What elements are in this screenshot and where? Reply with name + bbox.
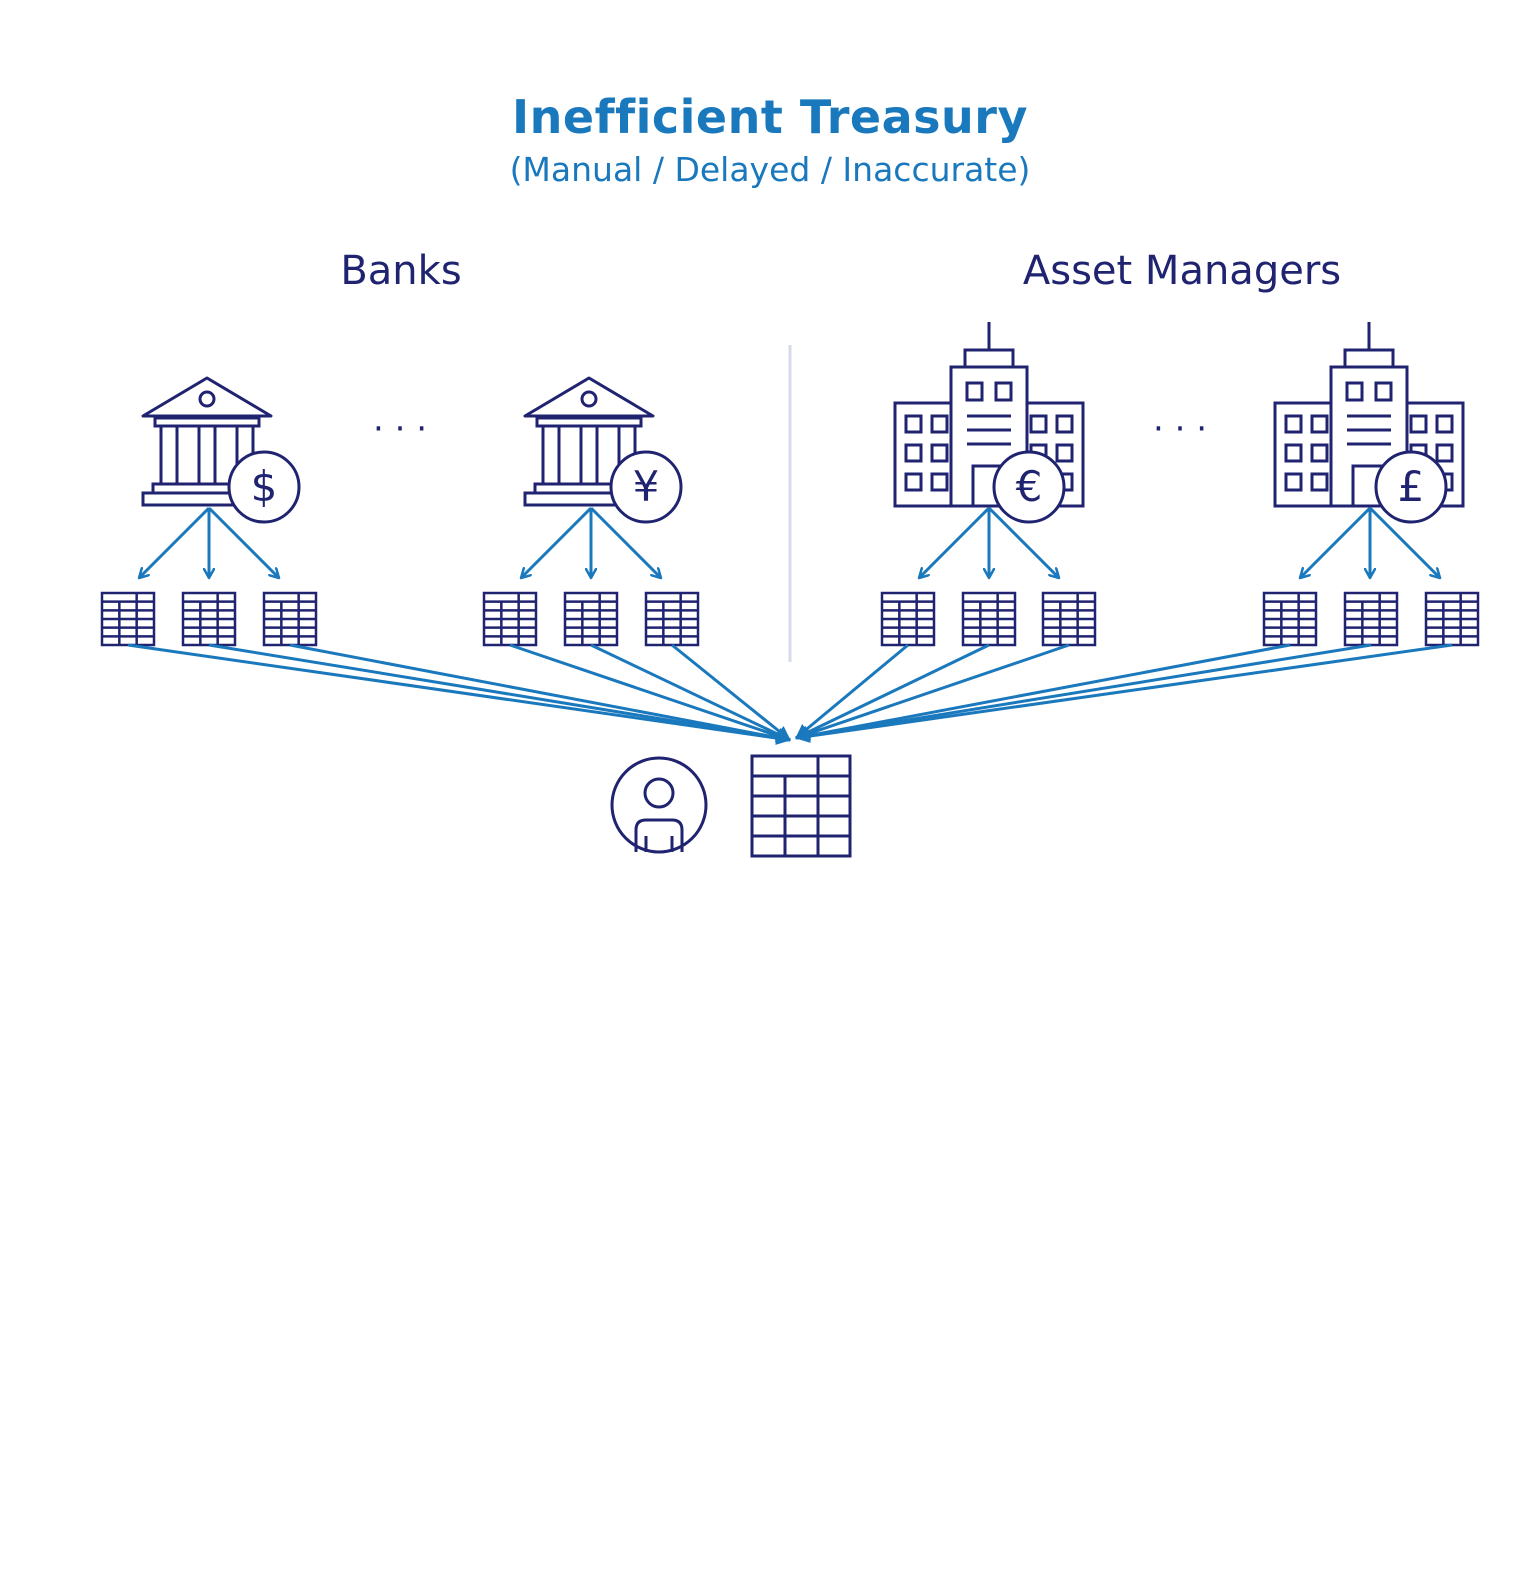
spreadsheet-icon (563, 591, 619, 647)
currency-symbol: £ (1398, 462, 1425, 511)
banks-ellipsis: · · · (373, 409, 427, 449)
report-arrow (919, 506, 991, 578)
spreadsheet-icon (961, 591, 1017, 647)
spreadsheet-icon (1343, 591, 1399, 647)
consolidation-arrow (795, 643, 909, 740)
consolidation-arrow (208, 643, 792, 745)
consolidation-arrow (590, 643, 792, 742)
spreadsheet-icon (644, 591, 700, 647)
consolidation-arrow (794, 643, 990, 740)
consolidation-arrow (671, 643, 791, 742)
consolidation-arrow (794, 643, 1291, 743)
consolidation-arrow (794, 643, 1070, 741)
bank-icon (523, 376, 655, 507)
report-arrow (207, 506, 279, 578)
consolidation-arrow (127, 643, 792, 745)
spreadsheet-icon (482, 591, 538, 647)
report-arrow (1368, 506, 1440, 578)
asset-managers-ellipsis: · · · (1153, 409, 1207, 449)
consolidation-arrow (794, 643, 1453, 743)
report-arrow (139, 506, 211, 578)
spreadsheet-icon (262, 591, 318, 647)
currency-badge: € (992, 450, 1066, 524)
report-arrow (1300, 506, 1372, 578)
currency-badge: $ (227, 450, 301, 524)
spreadsheet-icon (181, 591, 237, 647)
spreadsheet-icon (880, 591, 936, 647)
consolidation-arrows (127, 643, 1453, 745)
page-subtitle: (Manual / Delayed / Inaccurate) (509, 150, 1031, 189)
consolidation-arrow (509, 643, 792, 743)
currency-symbol: ¥ (633, 462, 660, 511)
currency-symbol: € (1016, 462, 1043, 511)
report-arrow (589, 506, 661, 578)
spreadsheet-icon (1041, 591, 1097, 647)
bank-icon (141, 376, 273, 507)
consolidation-arrow (794, 643, 1372, 743)
asset-managers-section-label: Asset Managers (1022, 248, 1342, 294)
report-arrow (987, 506, 1059, 578)
consolidation-arrow (289, 643, 792, 745)
currency-badge: ¥ (609, 450, 683, 524)
report-arrows (139, 506, 1440, 578)
spreadsheet-icon (1424, 591, 1480, 647)
spreadsheet-icon (100, 591, 156, 647)
consolidated-spreadsheet-icon (750, 754, 852, 858)
currency-badge: £ (1374, 450, 1448, 524)
currency-symbol: $ (251, 462, 278, 511)
banks-section-label: Banks (340, 248, 462, 294)
report-arrow (521, 506, 593, 578)
page-title: Inefficient Treasury (512, 90, 1028, 144)
spreadsheet-icon (1262, 591, 1318, 647)
user-avatar-icon (610, 756, 708, 854)
